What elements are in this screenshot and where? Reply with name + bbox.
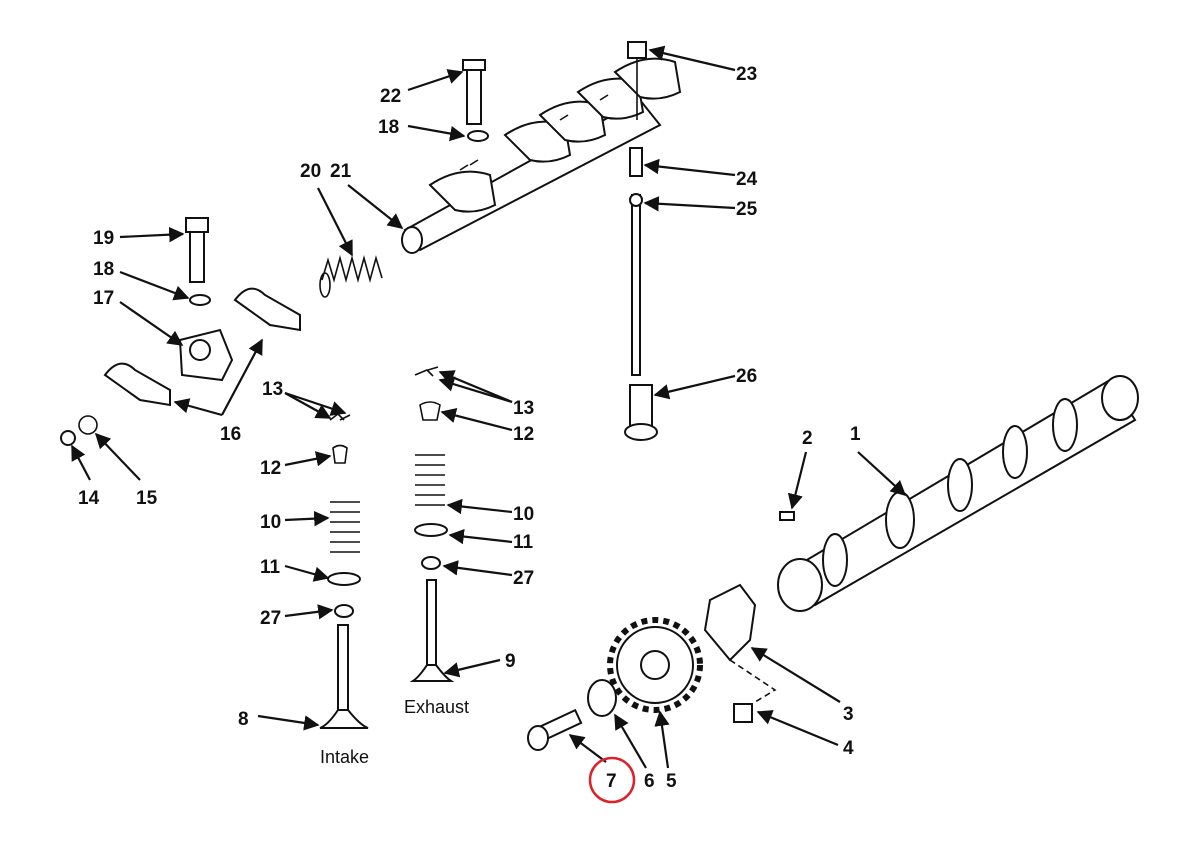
- spring-20: [319, 254, 383, 298]
- label-17: 17: [93, 288, 114, 309]
- label-13: 13: [513, 398, 534, 419]
- label-4: 4: [843, 738, 854, 759]
- label-9: 9: [505, 651, 516, 672]
- label-19: 19: [93, 228, 114, 249]
- label-10: 10: [513, 504, 534, 525]
- valve-lifter: [624, 384, 658, 441]
- highlight-circle-part-7: [588, 756, 636, 804]
- label-6: 6: [644, 771, 655, 792]
- rocker-shaft-assembly: [401, 57, 682, 254]
- label-13: 13: [262, 379, 283, 400]
- label-14: 14: [78, 488, 100, 509]
- label-11: 11: [260, 557, 281, 578]
- label-1: 1: [850, 424, 861, 445]
- label-12: 12: [260, 458, 281, 479]
- label-10: 10: [260, 512, 281, 533]
- label-26: 26: [736, 366, 757, 387]
- part-labels: 22 23 18 24 20 21 25 19 18 17 26 13 13 1…: [78, 64, 861, 792]
- label-intake: Intake: [320, 747, 369, 767]
- label-11: 11: [513, 532, 534, 553]
- label-23: 23: [736, 64, 757, 85]
- label-18: 18: [378, 117, 399, 138]
- exhaust-valve-group: [409, 366, 455, 682]
- leader-arrows: [71, 45, 907, 769]
- label-20: 20: [300, 161, 321, 182]
- label-2: 2: [802, 428, 813, 449]
- gear-and-hardware: [527, 583, 777, 751]
- label-27: 27: [513, 568, 534, 589]
- label-exhaust: Exhaust: [404, 697, 469, 717]
- label-22: 22: [380, 86, 401, 107]
- label-21: 21: [330, 161, 352, 182]
- label-24: 24: [736, 169, 758, 190]
- nut-and-adjuster: [627, 41, 647, 376]
- camshaft: [777, 375, 1139, 612]
- label-7: 7: [606, 771, 617, 792]
- label-15: 15: [136, 488, 158, 509]
- label-27: 27: [260, 608, 281, 629]
- label-8: 8: [238, 709, 249, 730]
- label-3: 3: [843, 704, 854, 725]
- label-25: 25: [736, 199, 758, 220]
- label-5: 5: [666, 771, 677, 792]
- label-16: 16: [220, 424, 241, 445]
- intake-valve-group: [319, 412, 369, 729]
- label-12: 12: [513, 424, 534, 445]
- label-18: 18: [93, 259, 114, 280]
- rocker-stud-bolt: [462, 59, 489, 142]
- left-rocker-parts: [60, 217, 301, 446]
